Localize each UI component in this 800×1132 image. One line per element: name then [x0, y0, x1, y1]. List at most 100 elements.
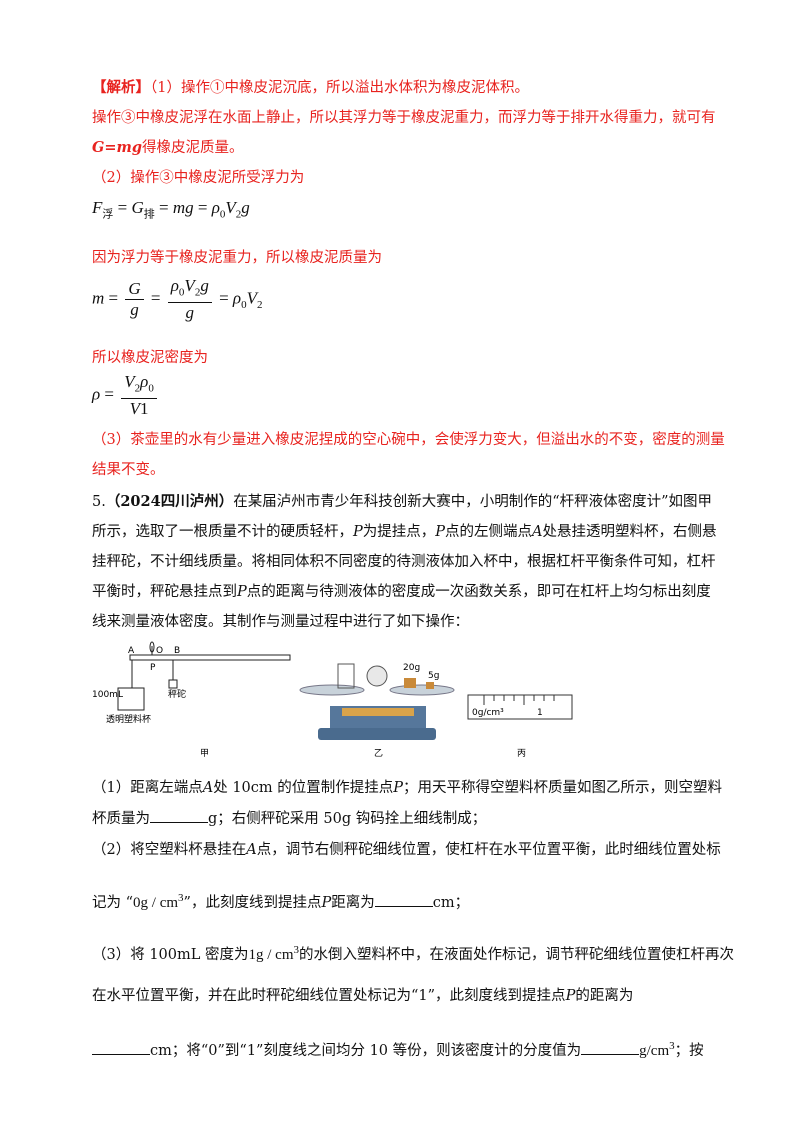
- mass2-label: 5g: [428, 671, 439, 681]
- mass-20g: [404, 678, 416, 688]
- question-line-2: 所示，选取了一根质量不计的硬质轻杆，P为提挂点，P点的左侧端点A处悬挂透明塑料杯…: [92, 522, 717, 542]
- question-line-4: 平衡时，秤砣悬挂点到P点的距离与待测液体的密度成一次函数关系，即可在杠杆上均匀标…: [92, 582, 711, 602]
- part2-line-1: （2）将空塑料杯悬挂在A点，调节右侧秤砣细线位置，使杠杆在水平位置平衡，此时细线…: [92, 840, 721, 860]
- q-l2d: 处悬挂透明塑料杯，右侧悬: [542, 524, 717, 540]
- unit-0g-cm3: 0g / cm: [133, 895, 179, 911]
- s3d: 的距离为: [575, 988, 634, 1004]
- s2a: （2）将空塑料杯悬挂在: [92, 842, 247, 858]
- s1c: ；用天平称得空塑料杯质量如图乙所示，则空塑料: [403, 780, 723, 796]
- question-number: 5.: [92, 494, 106, 510]
- var-a: A: [202, 780, 214, 796]
- figure-jia: A O P B 100mL 透明塑料杯 秤砣 甲: [92, 641, 291, 759]
- question-line-1: 5.（2024四川泸州）在某届泸州市青少年科技创新大赛中，小明制作的“杆秤液体密…: [92, 492, 712, 512]
- analysis-line-6: 所以橡皮泥密度为: [92, 350, 208, 366]
- figure-bing: 0g/cm³ 1 丙: [467, 694, 573, 759]
- var-p: P: [321, 895, 332, 911]
- analysis-line-8: 结果不变。: [92, 462, 165, 478]
- q-l4b: 点的距离与待测液体的密度成一次函数关系，即可在杠杆上均匀标出刻度: [246, 584, 711, 600]
- q-l2c: 点的左侧端点: [445, 524, 533, 540]
- s3c: 在水平位置平衡，并在此时秤砣细线位置处标记为“1”，此刻度线到提挂点: [92, 988, 566, 1004]
- balance-dial: [366, 665, 388, 687]
- s1b: 处 10cm 的位置制作提挂点: [213, 780, 394, 796]
- s2f: cm；: [432, 895, 470, 911]
- s2e: 距离为: [331, 895, 375, 911]
- s3f: ；按: [674, 1043, 704, 1059]
- scale-zero: 0g/cm³: [472, 708, 504, 718]
- sup-3: 3: [178, 892, 184, 904]
- s2d: ”，此刻度线到提挂点: [183, 895, 322, 911]
- unit-g-cm3: g/cm: [639, 1043, 670, 1059]
- part3-line-3: cm；将“0”到“1”刻度线之间均分 10 等份，则该密度计的分度值为 g/cm3…: [92, 1036, 704, 1061]
- s1d: 杯质量为: [92, 811, 150, 827]
- var-a: A: [246, 842, 257, 858]
- weight-name: 秤砣: [168, 688, 186, 700]
- cup: [117, 687, 145, 711]
- right-pan: [389, 684, 455, 696]
- s3e: cm；将“0”到“1”刻度线之间均分 10 等份，则该密度计的分度值为: [150, 1043, 582, 1059]
- sup-3: 3: [293, 944, 300, 956]
- q-l2b: 为提挂点，: [362, 524, 436, 540]
- s1e: g；右侧秤砣采用 50g 钩码拴上细线制成；: [208, 811, 487, 827]
- label-bing: 丙: [517, 748, 526, 759]
- lever-rod: [129, 654, 291, 661]
- answer-blank-3[interactable]: [92, 1040, 150, 1055]
- var-p: P: [353, 524, 363, 540]
- part3-line-1: （3）将 100mL 密度为1g / cm3的水倒入塑料杯中，在液面处作标记，调…: [92, 940, 734, 965]
- figure-yi: 20g 5g 乙: [299, 663, 455, 759]
- formula-g-mg: G=mg: [92, 139, 143, 156]
- var-a: A: [532, 524, 543, 540]
- part1-line-2: 杯质量为 g；右侧秤砣采用 50g 钩码拴上细线制成；: [92, 808, 486, 829]
- scale-one: 1: [537, 708, 543, 718]
- s3a: （3）将 100mL 密度为: [92, 947, 249, 963]
- s3b: 的水倒入塑料杯中，在液面处作标记，调节秤砣细线位置使杠杆再次: [299, 947, 734, 963]
- s2b: 点，调节右侧秤砣细线位置，使杠杆在水平位置平衡，此时细线位置处标: [256, 842, 721, 858]
- analysis-p1c: 得橡皮泥质量。: [142, 140, 244, 156]
- mass-5g: [426, 682, 434, 689]
- q-l4a: 平衡时，秤砣悬挂点到: [92, 584, 237, 600]
- analysis-tag: 【解析】: [92, 79, 150, 96]
- analysis-line-5: 因为浮力等于橡皮泥重力，所以橡皮泥质量为: [92, 250, 382, 266]
- sup-3: 3: [669, 1040, 675, 1052]
- beaker: [337, 663, 355, 689]
- label-yi: 乙: [374, 748, 383, 759]
- part1-line-1: （1）距离左端点A处 10cm 的位置制作提挂点P；用天平称得空塑料杯质量如图乙…: [92, 778, 722, 798]
- s2c: 记为 “: [92, 895, 134, 911]
- answer-blank-2[interactable]: [374, 892, 433, 907]
- analysis-p1a: （1）操作①中橡皮泥沉底，所以溢出水体积为橡皮泥体积。: [150, 80, 529, 96]
- answer-blank-4[interactable]: [581, 1040, 640, 1055]
- balance-base: [318, 728, 436, 740]
- scale-rule: [467, 694, 573, 720]
- analysis-line-4: （2）操作③中橡皮泥所受浮力为: [92, 170, 305, 186]
- balance-scale-bar: [342, 708, 414, 716]
- label-o: O: [156, 646, 163, 656]
- unit-1g-cm3: 1g / cm: [248, 947, 294, 963]
- cup-volume: 100mL: [92, 690, 123, 700]
- question-text-1: 在某届泸州市青少年科技创新大赛中，小明制作的“杆秤液体密度计”如图甲: [233, 494, 713, 510]
- part2-line-2: 记为 “0g / cm3”，此刻度线到提挂点P距离为 cm；: [92, 888, 469, 913]
- var-p: P: [435, 524, 446, 540]
- var-p: P: [393, 780, 404, 796]
- var-p: P: [237, 584, 247, 600]
- question-line-5: 线来测量液体密度。其制作与测量过程中进行了如下操作：: [92, 614, 469, 630]
- analysis-line-1: 【解析】（1）操作①中橡皮泥沉底，所以溢出水体积为橡皮泥体积。: [92, 78, 529, 98]
- pivot-hook: [149, 641, 155, 653]
- weight: [168, 679, 178, 689]
- question-source: （2024四川泸州）: [105, 493, 234, 510]
- analysis-line-3: G=mg得橡皮泥质量。: [92, 138, 244, 158]
- label-p: P: [150, 663, 156, 673]
- equation-buoyancy: F浮 = G排 = mg = ρ0V2g: [92, 198, 250, 221]
- answer-blank-1[interactable]: [150, 808, 208, 823]
- part3-line-2: 在水平位置平衡，并在此时秤砣细线位置处标记为“1”，此刻度线到提挂点P的距离为: [92, 986, 633, 1006]
- analysis-line-7: （3）茶壶里的水有少量进入橡皮泥捏成的空心碗中，会使浮力变大，但溢出水的不变，密…: [92, 432, 725, 448]
- q-l2a: 所示，选取了一根质量不计的硬质轻杆，: [92, 524, 353, 540]
- s1a: （1）距离左端点: [92, 780, 203, 796]
- analysis-line-2: 操作③中橡皮泥浮在水面上静止，所以其浮力等于橡皮泥重力，而浮力等于排开水得重力，…: [92, 110, 716, 126]
- question-line-3: 挂秤砣，不计细线质量。将相同体积不同密度的待测液体加入杯中，根据杠杆平衡条件可知…: [92, 554, 716, 570]
- label-b: B: [174, 646, 180, 656]
- var-p: P: [565, 988, 576, 1004]
- experiment-figure: A O P B 100mL 透明塑料杯 秤砣 甲 20g 5g 乙 0g/cm³…: [92, 641, 573, 759]
- label-jia: 甲: [200, 748, 209, 759]
- label-a: A: [128, 646, 135, 656]
